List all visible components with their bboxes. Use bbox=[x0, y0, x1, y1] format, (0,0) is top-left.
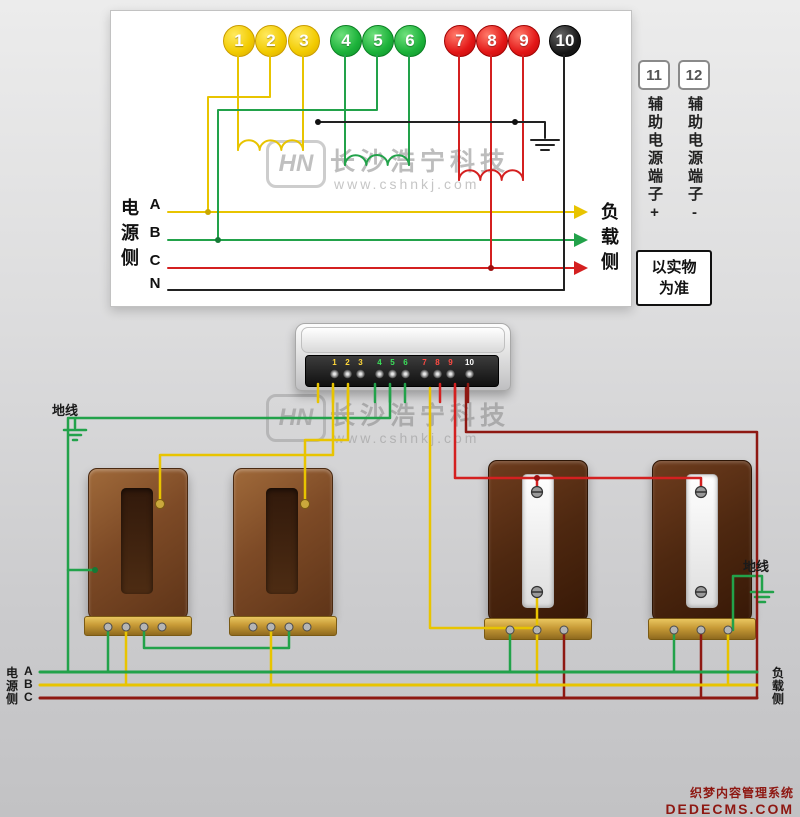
meter-terminal-numbers: 1 2 3 4 5 6 7 8 9 10 bbox=[328, 358, 476, 368]
note-box: 以实物 为准 bbox=[636, 250, 712, 306]
ground-symbol-right bbox=[749, 590, 775, 604]
meter-term-1: 1 bbox=[332, 358, 337, 367]
ground-symbol-left bbox=[62, 428, 88, 442]
meter-term-8: 8 bbox=[435, 358, 440, 367]
terminal-9: 9 bbox=[508, 25, 540, 57]
source-char-2: 源 bbox=[6, 679, 19, 693]
current-transformer-1 bbox=[84, 468, 192, 636]
note-line1: 以实物 bbox=[651, 259, 697, 276]
watermark-url-2: www.cshnkj.com bbox=[334, 430, 480, 446]
cms-watermark: 织梦内容管理系统 DEDECMS.COM bbox=[665, 784, 794, 817]
ct1-window bbox=[121, 488, 153, 594]
watermark-logo-2: HN bbox=[266, 394, 326, 442]
terminal-8: 8 bbox=[476, 25, 508, 57]
ct1-base bbox=[84, 616, 192, 636]
terminal-1: 1 bbox=[223, 25, 255, 57]
terminal-3: 3 bbox=[288, 25, 320, 57]
ct4-plate bbox=[686, 474, 718, 608]
note-line2: 为准 bbox=[658, 280, 689, 297]
ground-label-right: 地线 bbox=[743, 559, 770, 574]
current-transformer-3 bbox=[484, 460, 592, 640]
watermark-url: www.cshnkj.com bbox=[334, 176, 480, 192]
ct4-base bbox=[648, 618, 756, 640]
watermark-logo: HN bbox=[266, 140, 326, 188]
bus-label-a: 电 A bbox=[6, 664, 33, 681]
ct3-plate bbox=[522, 474, 554, 608]
current-transformer-4 bbox=[648, 460, 756, 640]
load-char-3: 侧 bbox=[772, 692, 785, 706]
meter-term-7: 7 bbox=[422, 358, 427, 367]
watermark-name-2: 长沙浩宁科技 bbox=[330, 402, 511, 430]
source-char-1: 电 bbox=[6, 666, 19, 680]
phase-a-label: A bbox=[149, 196, 161, 213]
terminal-2: 2 bbox=[255, 25, 287, 57]
terminal-5: 5 bbox=[362, 25, 394, 57]
source-side-label: 电源侧 bbox=[119, 198, 139, 273]
ct3-base bbox=[484, 618, 592, 640]
load-char-2: 载 bbox=[772, 679, 785, 693]
bus-label-b: 源 B bbox=[6, 677, 33, 694]
source-phase-c: C bbox=[24, 690, 33, 704]
cms-watermark-line2: DEDECMS.COM bbox=[665, 801, 794, 817]
meter-term-6: 6 bbox=[403, 358, 408, 367]
watermark-name: 长沙浩宁科技 bbox=[330, 148, 511, 176]
load-side-label: 负载侧 bbox=[599, 202, 619, 277]
meter-term-10: 10 bbox=[465, 358, 474, 367]
source-phase-b: B bbox=[24, 677, 33, 691]
load-char-1: 负 bbox=[772, 666, 785, 680]
phase-n-label: N bbox=[149, 275, 161, 292]
source-char-3: 侧 bbox=[6, 692, 19, 706]
phase-b-label: B bbox=[149, 224, 161, 241]
ct-screws bbox=[103, 485, 733, 635]
ground-label-left: 地线 bbox=[52, 403, 79, 418]
meter-term-3: 3 bbox=[358, 358, 363, 367]
current-transformer-2 bbox=[229, 468, 337, 636]
terminal-4: 4 bbox=[330, 25, 362, 57]
terminal-7: 7 bbox=[444, 25, 476, 57]
meter-cover bbox=[301, 327, 505, 353]
aux-minus-label: 辅助电源端子- bbox=[686, 96, 703, 224]
aux-plus-label: 辅助电源端子+ bbox=[646, 96, 663, 224]
meter-term-9: 9 bbox=[448, 358, 453, 367]
meter-terminal-strip: 1 2 3 4 5 6 7 8 9 10 bbox=[305, 355, 499, 387]
aux-terminal-11: 11 bbox=[638, 60, 670, 90]
meter-term-5: 5 bbox=[390, 358, 395, 367]
ct2-window bbox=[266, 488, 298, 594]
meter-term-2: 2 bbox=[345, 358, 350, 367]
terminal-10: 10 bbox=[549, 25, 581, 57]
ct2-base bbox=[229, 616, 337, 636]
meter-terminal-screws bbox=[328, 368, 476, 380]
source-phase-a: A bbox=[24, 664, 33, 678]
phase-c-label: C bbox=[149, 252, 161, 269]
terminal-6: 6 bbox=[394, 25, 426, 57]
aux-terminal-12: 12 bbox=[678, 60, 710, 90]
cms-watermark-line1: 织梦内容管理系统 bbox=[689, 786, 794, 800]
meter-term-4: 4 bbox=[377, 358, 382, 367]
bus-label-c: 侧 C bbox=[6, 690, 33, 707]
